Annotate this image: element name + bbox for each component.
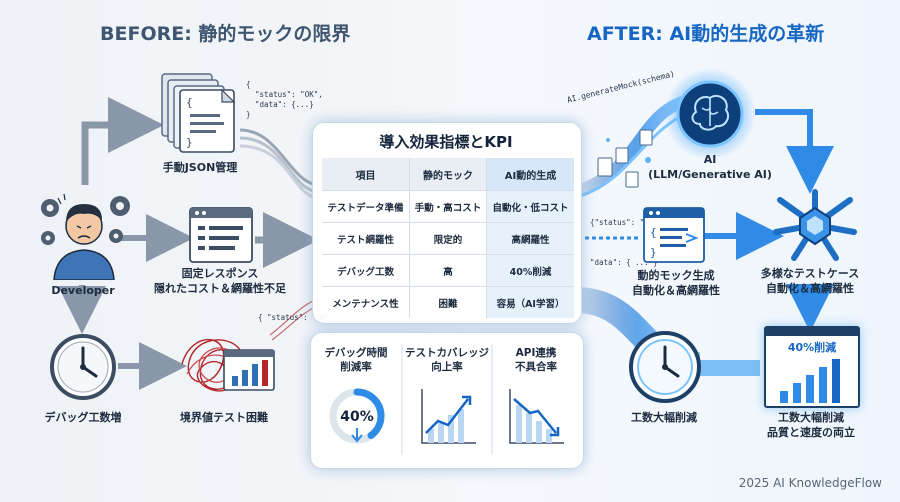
metric-coverage-label: テストカバレッジ 向上率 bbox=[404, 346, 490, 374]
gauge-chart: 40% bbox=[329, 388, 385, 444]
ai-line1: AI bbox=[703, 153, 717, 166]
dynamic-line2: 自動化＆高網羅性 bbox=[632, 284, 720, 297]
dynamic-line1: 動的モック生成 bbox=[637, 269, 715, 282]
before-text: 静的モックの限界 bbox=[198, 23, 351, 45]
metric-debug-line1: デバッグ時間 bbox=[324, 347, 388, 359]
metric-debug-label: デバッグ時間 削減率 bbox=[314, 346, 398, 374]
boundary-label: 境界値テスト困難 bbox=[180, 411, 268, 424]
table-cell: テストデータ準備 bbox=[322, 190, 410, 223]
clock-icon bbox=[50, 334, 116, 400]
fixed-response-label: 固定レスポンス 隠れたコスト＆網羅性不足 bbox=[150, 266, 290, 296]
table-cell: 高網羅性 bbox=[486, 222, 574, 255]
footer-credit: 2025 AI KnowledgeFlow bbox=[738, 476, 882, 490]
developer-icon bbox=[41, 193, 130, 280]
result-window-bar bbox=[766, 328, 858, 336]
after-prefix: AFTER: bbox=[587, 23, 670, 45]
kpi-header-item: 項目 bbox=[322, 158, 410, 191]
metric-dividers bbox=[401, 344, 493, 455]
result-chart-title: 40%削減 bbox=[787, 341, 837, 354]
result-line1: 工数大幅削減 bbox=[778, 411, 844, 424]
kpi-title: 導入効果指標とKPI bbox=[379, 133, 513, 151]
metric-debug-line2: 削減率 bbox=[340, 361, 372, 373]
metric-coverage-line1: テストカバレッジ bbox=[405, 347, 489, 359]
debug-label: デバッグ工数増 bbox=[44, 411, 122, 424]
result-chart-window: 40%削減 bbox=[764, 326, 860, 408]
table-cell: 手動・高コスト bbox=[409, 190, 488, 223]
metric-api-label: API連携 不具合率 bbox=[494, 346, 578, 374]
kpi-header-ai: AI動的生成 bbox=[486, 158, 574, 191]
table-cell: 困難 bbox=[409, 286, 488, 318]
fixed-response-line2: 隠れたコスト＆網羅性不足 bbox=[154, 282, 286, 295]
metric-coverage-line2: 向上率 bbox=[431, 361, 463, 373]
metric-api-line2: 不具合率 bbox=[515, 361, 557, 373]
effort-clock-icon bbox=[629, 331, 701, 403]
ai-label: AI (LLM/Generative AI) bbox=[640, 152, 780, 182]
after-title: AFTER: AI動的生成の革新 bbox=[587, 19, 824, 46]
result-label: 工数大幅削減 品質と速度の両立 bbox=[744, 410, 878, 440]
gauge-value: 40% bbox=[340, 409, 374, 425]
table-row: テスト網羅性 限定的 高網羅性 bbox=[322, 222, 574, 255]
table-cell: 限定的 bbox=[409, 222, 488, 255]
json-label: 手動JSON管理 bbox=[162, 161, 238, 174]
table-row: メンテナンス性 困難 容易（AI学習） bbox=[322, 286, 574, 318]
table-cell: 自動化・低コスト bbox=[486, 190, 574, 223]
effort-label: 工数大幅削減 bbox=[631, 411, 697, 424]
table-cell: 高 bbox=[409, 254, 488, 287]
svg-text:}: } bbox=[186, 136, 193, 149]
before-title: BEFORE: 静的モックの限界 bbox=[100, 19, 350, 46]
after-text: AI動的生成の革新 bbox=[669, 23, 825, 45]
test-cases-network-icon bbox=[773, 189, 857, 261]
metrics-panel bbox=[310, 332, 584, 469]
table-cell: デバッグ工数 bbox=[322, 254, 410, 287]
floating-docs-icon bbox=[597, 129, 653, 188]
testcase-line1: 多様なテストケース bbox=[760, 267, 860, 280]
result-bars-icon bbox=[780, 359, 840, 403]
table-cell: 容易（AI学習） bbox=[486, 286, 574, 318]
dynamic-mock-window-icon: { } bbox=[643, 207, 705, 263]
fixed-response-line1: 固定レスポンス bbox=[181, 267, 259, 280]
fixed-response-window-icon bbox=[189, 207, 253, 263]
table-row: テストデータ準備 手動・高コスト 自動化・低コスト bbox=[322, 190, 574, 223]
svg-text:{: { bbox=[650, 226, 657, 239]
svg-text:}: } bbox=[650, 246, 657, 259]
metric-api-line1: API連携 bbox=[515, 347, 557, 359]
tangled-lines-icon bbox=[181, 338, 275, 392]
json-documents-icon: { } bbox=[161, 73, 236, 153]
kpi-table: 項目 静的モック AI動的生成 テストデータ準備 手動・高コスト 自動化・低コス… bbox=[322, 158, 574, 318]
result-line2: 品質と速度の両立 bbox=[767, 426, 855, 439]
kpi-header-static: 静的モック bbox=[409, 158, 488, 191]
ai-brain-icon bbox=[664, 68, 756, 160]
testcase-line2: 自動化＆高網羅性 bbox=[766, 282, 854, 295]
dynamic-mock-label: 動的モック生成 自動化＆高網羅性 bbox=[606, 268, 746, 298]
svg-text:{: { bbox=[186, 96, 193, 109]
table-cell: テスト網羅性 bbox=[322, 222, 410, 255]
coverage-up-chart-icon bbox=[421, 389, 476, 444]
table-cell: メンテナンス性 bbox=[322, 286, 410, 318]
table-cell: 40%削減 bbox=[486, 254, 574, 287]
json-snippet: { "status": "OK", "data": {...} } bbox=[246, 80, 323, 119]
table-row: デバッグ工数 高 40%削減 bbox=[322, 254, 574, 287]
developer-label: Developer bbox=[51, 284, 115, 297]
test-cases-label: 多様なテストケース 自動化＆高網羅性 bbox=[740, 266, 880, 296]
defect-down-chart-icon bbox=[509, 389, 564, 444]
ai-line2: (LLM/Generative AI) bbox=[648, 168, 772, 181]
gauge-arc bbox=[329, 388, 385, 444]
before-prefix: BEFORE: bbox=[100, 23, 199, 45]
kpi-header-row: 項目 静的モック AI動的生成 bbox=[322, 158, 574, 191]
